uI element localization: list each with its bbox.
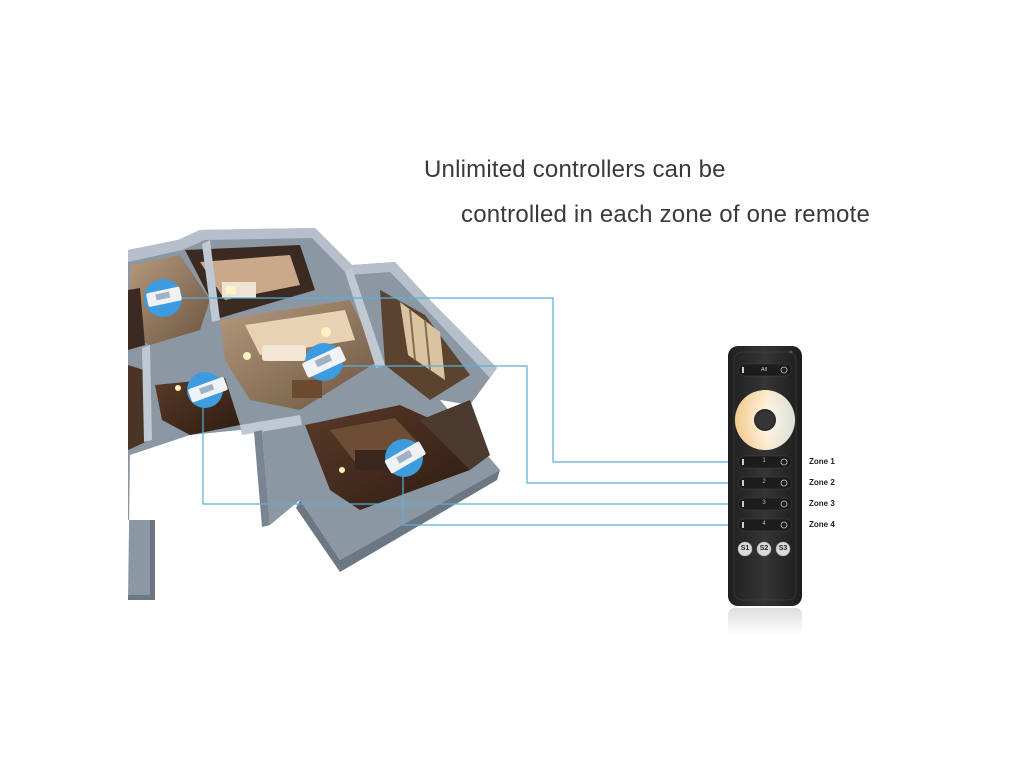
zone-4-on-icon[interactable] [780,521,788,529]
controller-badge-2 [302,343,346,381]
controller-badge-3 [187,372,228,408]
zone-2-button-row[interactable] [737,476,793,490]
scene-button-2[interactable] [756,541,772,557]
scene-button-1[interactable] [737,541,753,557]
zone-2-connector [318,365,735,484]
zone-3-button-number: 3 [762,500,766,506]
zone-4-button-number: 4 [762,521,766,527]
zone-3-button-row[interactable] [737,497,793,511]
zone-1-label: Zone 1 [809,457,835,466]
house-cutaway [128,228,500,600]
zone-1-on-icon[interactable] [780,458,788,466]
zone-4-label: Zone 4 [809,520,835,529]
zone-1-button-row[interactable] [737,455,793,469]
color-temperature-wheel[interactable] [735,390,795,450]
scene-button-2-label: S2 [759,545,769,552]
all-button-label: All [760,367,768,373]
zone-3-off-icon[interactable] [742,501,744,507]
zone-3-on-icon[interactable] [780,500,788,508]
zone-4-off-icon[interactable] [742,522,744,528]
zone-4-button-row[interactable] [737,518,793,532]
headline-line-2: controlled in each zone of one remote [461,201,870,228]
headline-line-1: Unlimited controllers can be [424,156,726,183]
zone-2-off-icon[interactable] [742,480,744,486]
scene-button-3-label: S3 [778,545,788,552]
scene-button-1-label: S1 [740,545,750,552]
controller-badge-4 [384,439,426,477]
all-zone-buttons[interactable] [737,363,793,377]
remote-control [728,346,802,636]
zone-2-label: Zone 2 [809,478,835,487]
zone-1-button-number: 1 [762,458,766,464]
zone-2-on-icon[interactable] [780,479,788,487]
zone-3-label: Zone 3 [809,499,835,508]
zone-1-off-icon[interactable] [742,459,744,465]
zone-1-connector [163,297,735,463]
scene-button-3[interactable] [775,541,791,557]
zone-2-button-number: 2 [762,479,766,485]
controller-badge-1 [144,279,182,317]
